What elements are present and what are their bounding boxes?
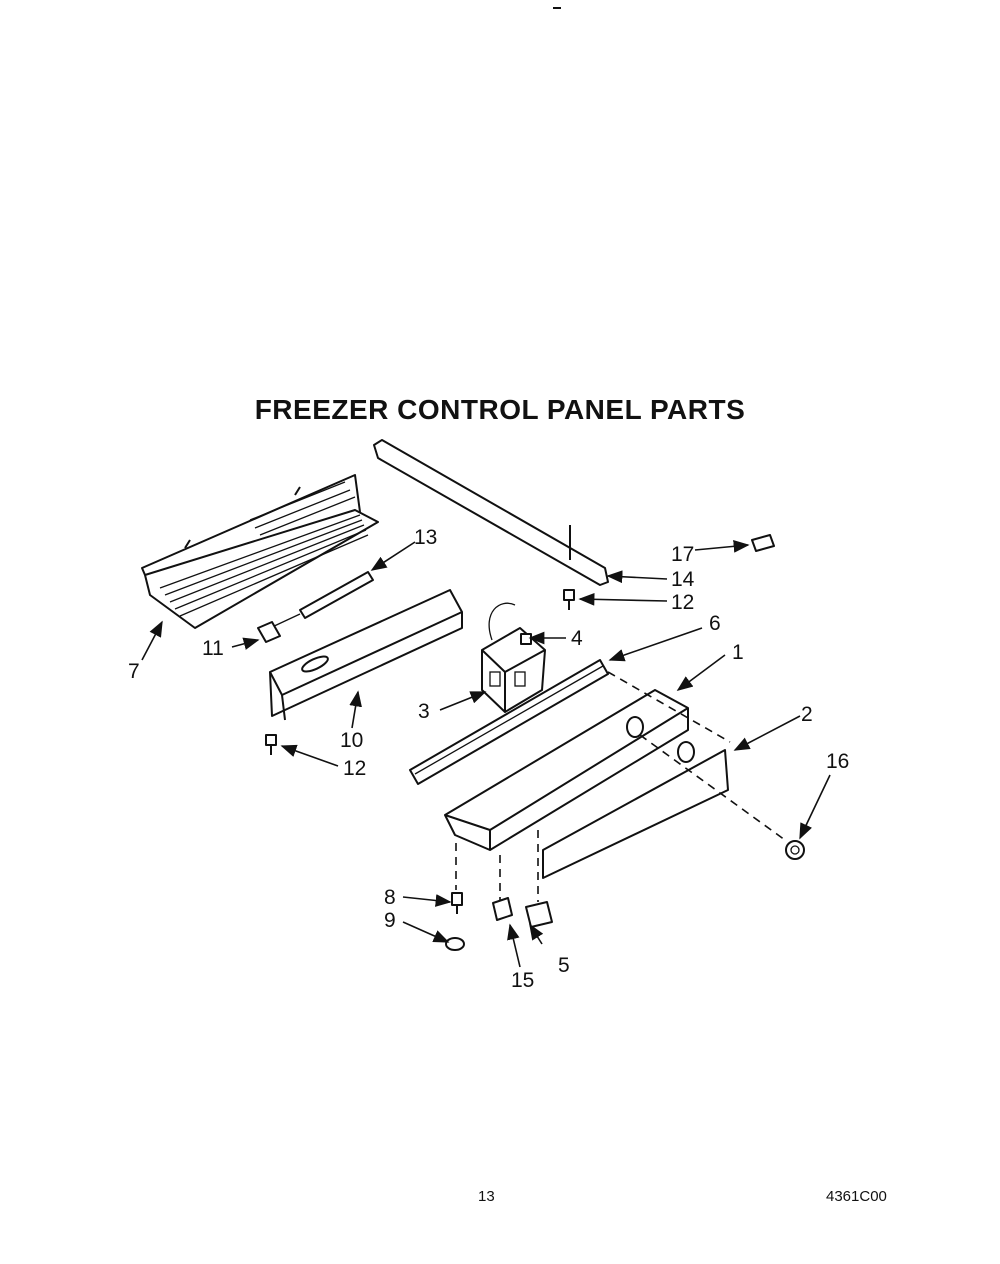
callout-label: 2: [801, 703, 813, 726]
part-washer-9: [445, 937, 465, 951]
part-panel-face: [542, 741, 729, 879]
alignment-lines: [455, 671, 786, 902]
callout-label: 11: [202, 637, 224, 660]
part-screw-small: [520, 633, 532, 645]
callout-label: 9: [384, 909, 396, 932]
callout-label: 6: [709, 612, 721, 635]
part-clip: [257, 621, 281, 643]
part-sensor-bulb: [269, 571, 374, 629]
part-bracket: [269, 589, 463, 721]
callout-label: 12: [671, 591, 694, 614]
page-number: 13: [478, 1188, 495, 1205]
callout-label: 16: [826, 750, 849, 773]
leader-lines: [141, 539, 831, 968]
callout-label: 4: [571, 627, 583, 650]
part-small-clip: [751, 534, 775, 552]
part-screw-left: [265, 734, 277, 755]
callout-label: 7: [128, 660, 140, 683]
callout-label: 15: [511, 969, 534, 992]
part-support-rail: [373, 439, 609, 586]
callout-label: 10: [340, 729, 363, 752]
part-socket-5: [525, 901, 553, 928]
part-gasket-strip: [409, 659, 609, 785]
callout-label: 5: [558, 954, 570, 977]
part-thermostat: [481, 602, 546, 713]
callout-label: 14: [671, 568, 695, 591]
callout-labels: 1 2 3 4 5 6 7 8 9 10 11 12 12 13 14 15 1…: [128, 526, 849, 992]
callout-label: 17: [671, 543, 694, 566]
part-control-housing: [444, 689, 689, 851]
callout-label: 13: [414, 526, 437, 549]
part-screw-8: [451, 892, 463, 914]
callout-label: 8: [384, 886, 396, 909]
callout-label: 1: [732, 641, 744, 664]
diagram-title: FREEZER CONTROL PANEL PARTS: [254, 394, 746, 425]
callout-label: 12: [343, 757, 366, 780]
part-screw-right: [563, 589, 575, 610]
part-grille-cover: [141, 474, 379, 629]
callout-label: 3: [418, 700, 430, 723]
part-socket-15: [492, 897, 513, 921]
part-knob: [785, 840, 805, 860]
document-number: 4361C00: [826, 1188, 887, 1205]
